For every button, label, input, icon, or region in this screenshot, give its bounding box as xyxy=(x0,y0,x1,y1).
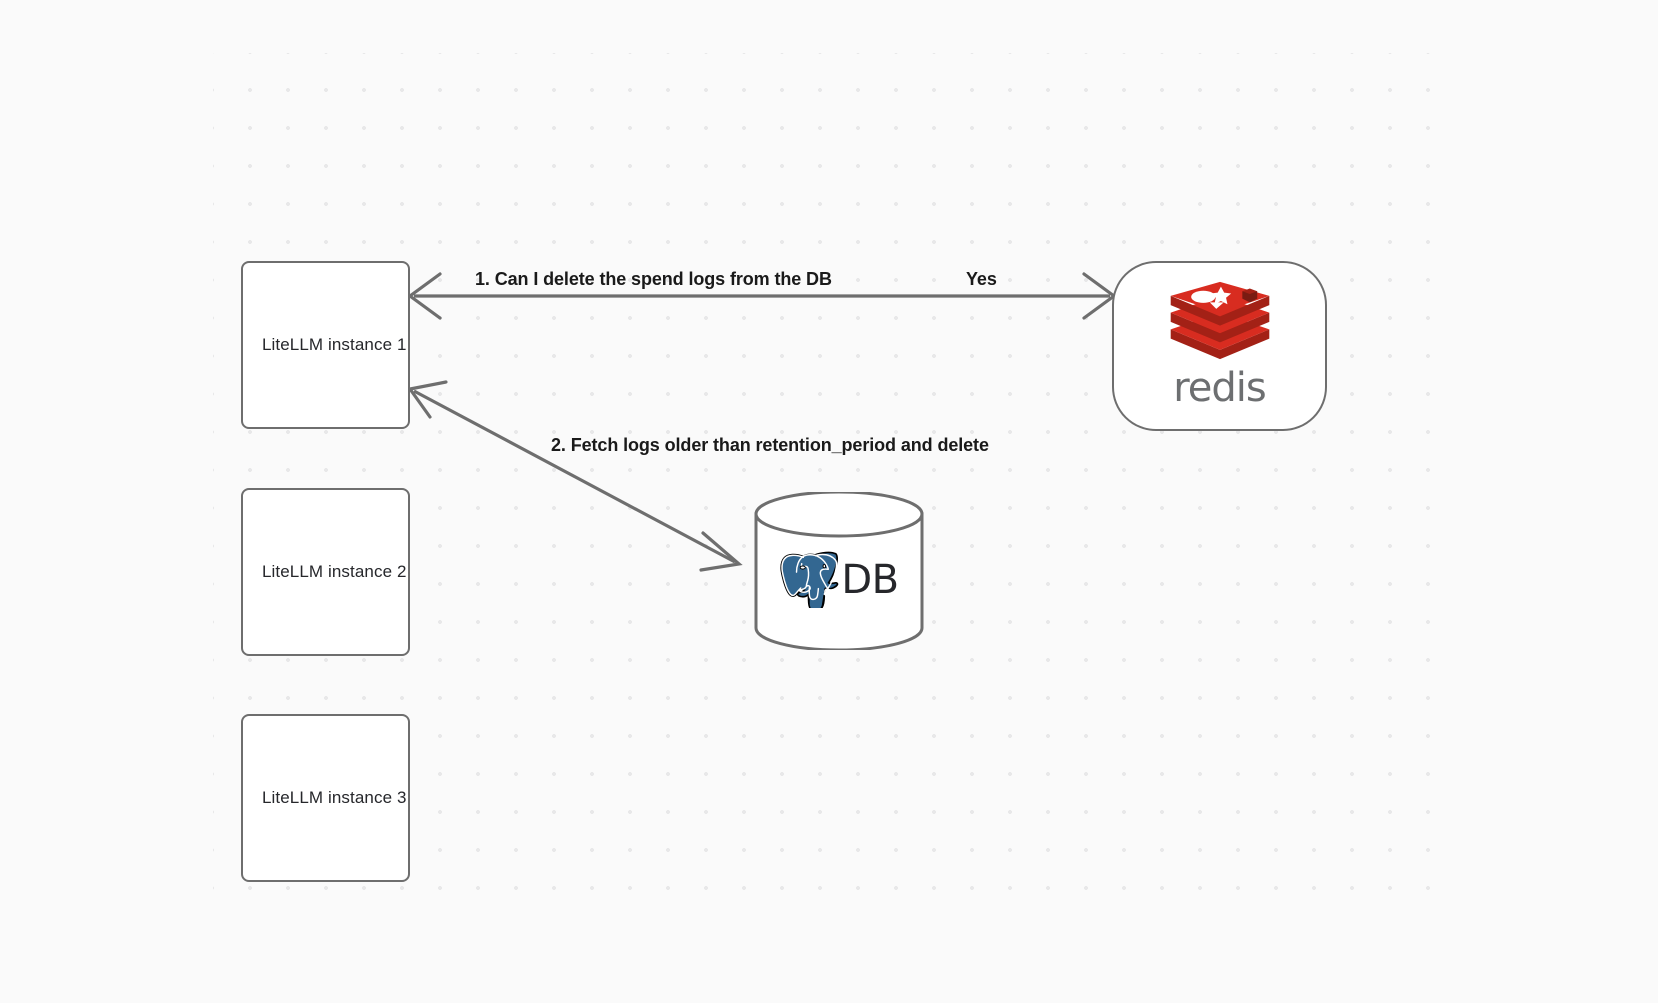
node-litellm-instance-2[interactable]: LiteLLM instance 2 xyxy=(241,488,410,656)
arrowhead-upleft xyxy=(407,380,448,419)
node-database[interactable]: DB xyxy=(753,492,925,650)
node-litellm-instance-1[interactable]: LiteLLM instance 1 xyxy=(241,261,410,429)
arrowhead-right xyxy=(1082,272,1117,320)
arrowhead-left xyxy=(407,272,442,320)
edge-label-can-i-delete: 1. Can I delete the spend logs from the … xyxy=(475,269,832,289)
node-label-litellm-2: LiteLLM instance 2 xyxy=(262,561,407,581)
node-label-litellm-3: LiteLLM instance 3 xyxy=(262,787,407,807)
arrowhead-downright xyxy=(699,531,743,572)
edge-label-yes: Yes xyxy=(966,269,997,289)
redis-logo-icon xyxy=(1164,281,1276,366)
cylinder-shape-icon xyxy=(754,492,924,650)
redis-wordmark: redis xyxy=(1173,364,1267,411)
db-label: DB xyxy=(841,557,899,603)
edge-litellm1-database xyxy=(407,380,743,572)
node-redis[interactable]: redis xyxy=(1112,261,1327,431)
edge-label-fetch-logs: 2. Fetch logs older than retention_perio… xyxy=(551,435,989,455)
node-litellm-instance-3[interactable]: LiteLLM instance 3 xyxy=(241,714,410,882)
node-label-litellm-1: LiteLLM instance 1 xyxy=(262,334,407,354)
postgresql-elephant-icon xyxy=(779,548,841,613)
